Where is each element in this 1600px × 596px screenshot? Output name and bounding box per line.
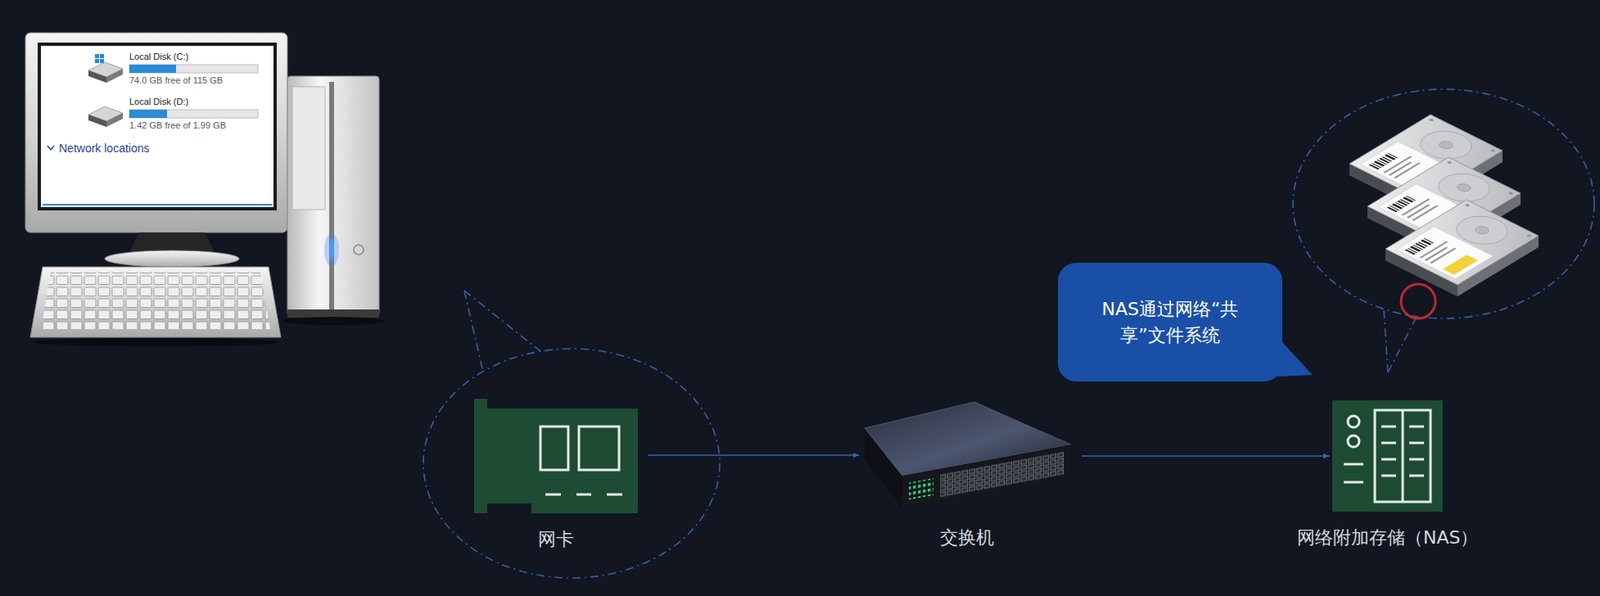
screen-contents <box>106 68 123 83</box>
screen-text: Network locations <box>58 141 150 156</box>
screen-text: 1.42 GB free of 1.99 GB <box>129 120 226 132</box>
connector-line <box>1081 455 1329 457</box>
switch-icon <box>902 444 1072 509</box>
screen-contents <box>42 203 272 206</box>
nas-device-shape <box>1332 400 1443 512</box>
screen-contents <box>94 54 100 59</box>
switch-icon <box>908 478 934 501</box>
nas-icon <box>1343 463 1364 466</box>
nas-icon <box>1381 425 1397 429</box>
nas-icon <box>1401 410 1405 502</box>
screen-contents <box>129 64 258 73</box>
screen-contents <box>88 70 107 83</box>
computer-illustration <box>353 244 364 255</box>
computer-illustration <box>292 86 326 210</box>
network-switch-shape <box>862 397 1072 512</box>
nas-icon <box>1332 400 1443 512</box>
connector-line <box>647 454 859 457</box>
callout-bubble: NAS通过网络“共 享”文件系统 <box>1057 262 1283 382</box>
card-icon <box>474 398 638 514</box>
dashed-callout <box>1383 309 1388 373</box>
computer-illustration <box>25 32 385 347</box>
computer-illustration <box>104 250 240 267</box>
nas-icon <box>1347 415 1360 428</box>
computer-illustration <box>37 42 277 211</box>
screen-contents <box>99 54 104 59</box>
card-icon <box>578 426 620 471</box>
highlight-circle <box>1401 284 1436 319</box>
nas-icon <box>1381 442 1397 445</box>
nas-icon <box>1343 481 1364 484</box>
card-icon <box>474 398 638 514</box>
screen-contents <box>88 114 107 127</box>
screen-contents <box>129 64 177 73</box>
dashed-callout <box>1292 89 1595 319</box>
dashed-callout <box>423 290 720 579</box>
nas-icon <box>1381 458 1397 462</box>
nas-icon <box>1409 425 1424 429</box>
network-switch: 交换机 <box>862 397 1072 549</box>
nas-icon <box>1332 400 1443 512</box>
nas-icon <box>1409 474 1424 478</box>
computer-illustration <box>40 271 271 330</box>
screen-text: Local Disk (C:) <box>129 51 189 63</box>
computer-illustration <box>32 338 279 347</box>
computer-illustration <box>25 32 288 233</box>
screen-contents <box>106 112 123 127</box>
screen-contents <box>129 109 258 118</box>
switch-icon <box>940 451 1065 498</box>
computer-illustration <box>40 45 274 208</box>
hard-disk-stack <box>1349 114 1539 319</box>
computer-illustration <box>287 309 380 318</box>
network-card: 网卡 <box>474 398 638 551</box>
screen-contents <box>129 109 168 118</box>
screen-text: 74.0 GB free of 115 GB <box>129 75 223 86</box>
computer-illustration <box>329 239 335 261</box>
screen-text: Local Disk (D:) <box>129 96 189 108</box>
computer-illustration <box>30 266 281 338</box>
nas-icon <box>1347 435 1360 448</box>
computer-illustration <box>282 316 385 326</box>
nas-device: 网络附加存储（NAS） <box>1297 400 1478 549</box>
node-label: 网络附加存储（NAS） <box>1297 527 1478 549</box>
dashed-callout <box>1292 89 1595 373</box>
computer-illustration <box>329 81 335 310</box>
card-icon <box>545 493 561 497</box>
hard-disk-stack <box>1385 199 1539 297</box>
dashed-callout <box>423 348 720 579</box>
card-icon <box>540 426 569 471</box>
card-icon <box>576 493 592 497</box>
screen-contents <box>42 54 272 205</box>
node-label: NAS通过网络“共 享”文件系统 <box>1085 296 1255 349</box>
computer-illustration <box>287 76 380 317</box>
nas-icon <box>1381 474 1397 478</box>
switch-icon <box>862 397 1072 512</box>
screen-contents <box>94 58 100 64</box>
computer-illustration <box>324 233 339 267</box>
screen-contents <box>47 145 55 150</box>
nas-icon <box>1409 458 1424 462</box>
dashed-callout <box>464 290 541 352</box>
node-label: 网卡 <box>537 528 575 551</box>
node-label: 交换机 <box>940 527 995 549</box>
dashed-callout <box>1387 316 1417 373</box>
screen-contents <box>99 58 104 64</box>
network-card-shape <box>474 398 638 514</box>
switch-icon <box>902 444 1072 509</box>
nas-icon <box>1374 410 1431 502</box>
nas-icon <box>1409 442 1424 445</box>
card-icon <box>606 493 623 497</box>
